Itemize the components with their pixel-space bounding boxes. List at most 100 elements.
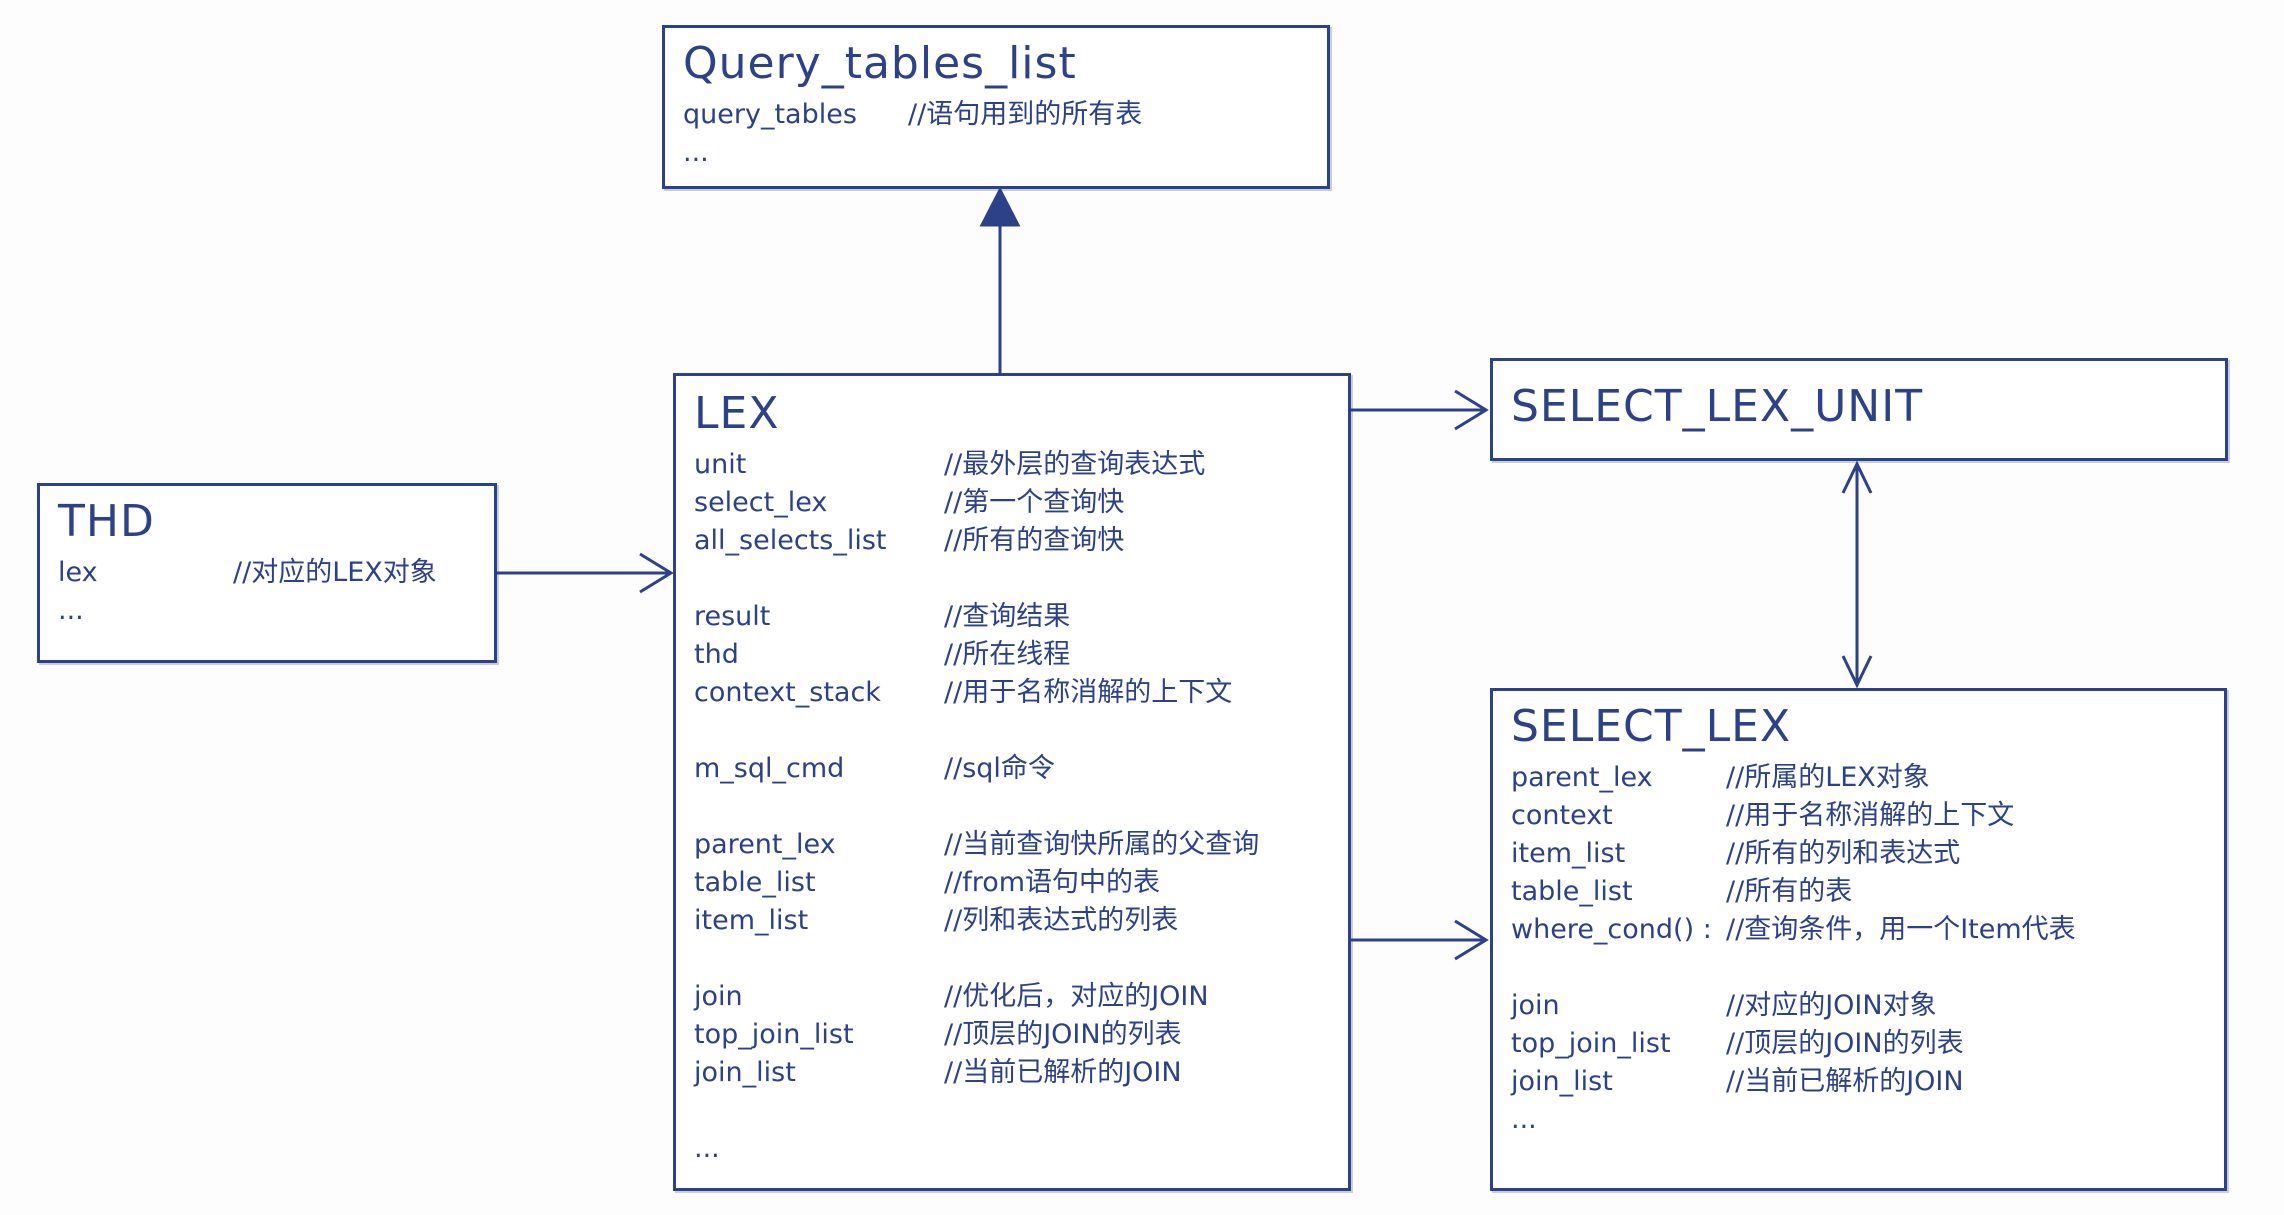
arrow-lex-to-select-lex: [1351, 919, 1489, 961]
class-box-select-lex: SELECT_LEX parent_lex //所属的LEX对象 context //…: [1490, 688, 2227, 1191]
field-name: table_list: [1511, 876, 1633, 907]
field-name: all_selects_list: [694, 525, 887, 556]
field-row: unit //最外层的查询表达式: [694, 446, 1348, 484]
field-list: unit //最外层的查询表达式 select_lex //第一个查询快 all_sel…: [676, 446, 1348, 1168]
field-row: all_selects_list //所有的查询快: [694, 522, 1348, 560]
field-group-gap: [694, 788, 1348, 826]
field-name: join: [1511, 990, 1560, 1021]
field-comment: //优化后，对应的JOIN: [944, 981, 1209, 1012]
field-name: item_list: [1511, 838, 1626, 869]
field-row: join_list //当前已解析的JOIN: [694, 1054, 1348, 1092]
field-name: item_list: [694, 905, 809, 936]
class-box-thd: THD lex //对应的LEX对象...: [37, 483, 497, 663]
field-row: parent_lex //当前查询快所属的父查询: [694, 826, 1348, 864]
field-comment: //列和表达式的列表: [944, 905, 1179, 936]
field-comment: //所属的LEX对象: [1726, 762, 1930, 793]
class-title: THD: [58, 496, 155, 547]
arrow-thd-to-lex: [497, 552, 674, 594]
class-title: Query_tables_list: [683, 38, 1077, 89]
class-title: SELECT_LEX_UNIT: [1511, 381, 1924, 432]
field-group-gap: [694, 712, 1348, 750]
class-box-lex: LEX unit //最外层的查询表达式 select_lex //第一个查询快 all…: [673, 373, 1351, 1191]
field-name: where_cond() :: [1511, 914, 1712, 945]
field-name: unit: [694, 449, 747, 480]
field-row: join //优化后，对应的JOIN: [694, 978, 1348, 1016]
field-comment: //用于名称消解的上下文: [944, 677, 1233, 708]
field-row: ...: [694, 1130, 1348, 1168]
field-comment: //所有的查询快: [944, 525, 1125, 556]
field-group-gap: [694, 940, 1348, 978]
field-row: result //查询结果: [694, 598, 1348, 636]
field-comment: //所在线程: [944, 639, 1071, 670]
field-comment: //用于名称消解的上下文: [1726, 800, 2015, 831]
field-name: table_list: [694, 867, 816, 898]
field-comment: //当前已解析的JOIN: [944, 1057, 1182, 1088]
field-row: top_join_list //顶层的JOIN的列表: [1511, 1025, 2224, 1063]
field-comment: //查询条件，用一个Item代表: [1726, 914, 2076, 945]
class-box-query-tables-list: Query_tables_list query_tables //语句用到的所有表…: [662, 25, 1330, 189]
field-row: join //对应的JOIN对象: [1511, 987, 2224, 1025]
field-name: top_join_list: [1511, 1028, 1671, 1059]
class-title: LEX: [694, 388, 780, 439]
field-name: ...: [1511, 1104, 1537, 1135]
field-row: m_sql_cmd //sql命令: [694, 750, 1348, 788]
field-list: lex //对应的LEX对象...: [40, 554, 494, 630]
field-row: context_stack //用于名称消解的上下文: [694, 674, 1348, 712]
field-row: item_list //所有的列和表达式: [1511, 835, 2224, 873]
field-row: table_list //所有的表: [1511, 873, 2224, 911]
field-row: select_lex //第一个查询快: [694, 484, 1348, 522]
field-name: context_stack: [694, 677, 881, 708]
field-name: ...: [694, 1133, 720, 1164]
field-row: item_list //列和表达式的列表: [694, 902, 1348, 940]
field-row: ...: [58, 592, 494, 630]
field-comment: //对应的LEX对象: [233, 557, 437, 588]
field-comment: //顶层的JOIN的列表: [1726, 1028, 1964, 1059]
field-comment: //from语句中的表: [944, 867, 1161, 898]
field-name: select_lex: [694, 487, 828, 518]
field-row: thd//所在线程: [694, 636, 1348, 674]
field-comment: //最外层的查询表达式: [944, 449, 1206, 480]
field-comment: //对应的JOIN对象: [1726, 990, 1937, 1021]
field-group-gap: [694, 560, 1348, 598]
field-name: ...: [683, 137, 709, 168]
field-comment: //查询结果: [944, 601, 1071, 632]
field-name: parent_lex: [1511, 762, 1653, 793]
arrow-lex-to-select-lex-unit: [1351, 389, 1489, 431]
field-name: m_sql_cmd: [694, 753, 845, 784]
field-name: join_list: [1511, 1066, 1613, 1097]
field-comment: //语句用到的所有表: [908, 99, 1143, 130]
field-name: context: [1511, 800, 1613, 831]
field-row: table_list //from语句中的表: [694, 864, 1348, 902]
field-group-gap: [694, 1092, 1348, 1130]
field-comment: //顶层的JOIN的列表: [944, 1019, 1182, 1050]
field-comment: //当前已解析的JOIN: [1726, 1066, 1964, 1097]
field-name: query_tables: [683, 99, 857, 130]
class-box-select-lex-unit: SELECT_LEX_UNIT: [1490, 358, 2228, 461]
field-name: top_join_list: [694, 1019, 854, 1050]
field-name: ...: [58, 595, 84, 626]
field-name: lex: [58, 557, 98, 588]
field-comment: //所有的列和表达式: [1726, 838, 1961, 869]
field-row: ...: [683, 134, 1327, 172]
field-name: join_list: [694, 1057, 796, 1088]
field-row: join_list //当前已解析的JOIN: [1511, 1063, 2224, 1101]
field-list: parent_lex //所属的LEX对象 context //用于名称消解的上下文 i…: [1493, 759, 2224, 1139]
field-row: parent_lex //所属的LEX对象: [1511, 759, 2224, 797]
field-row: where_cond() : //查询条件，用一个Item代表: [1511, 911, 2224, 949]
field-name: parent_lex: [694, 829, 836, 860]
field-list: query_tables //语句用到的所有表...: [665, 96, 1327, 172]
arrow-lex-inherits-query-tables-list: [979, 186, 1021, 373]
class-title: SELECT_LEX: [1511, 701, 1792, 752]
field-comment: //当前查询快所属的父查询: [944, 829, 1260, 860]
field-comment: //所有的表: [1726, 876, 1853, 907]
field-name: join: [694, 981, 743, 1012]
field-row: query_tables //语句用到的所有表: [683, 96, 1327, 134]
arrow-select-lex-unit-select-lex: [1841, 460, 1873, 689]
field-row: top_join_list //顶层的JOIN的列表: [694, 1016, 1348, 1054]
field-group-gap: [1511, 949, 2224, 987]
field-row: ...: [1511, 1101, 2224, 1139]
field-name: result: [694, 601, 771, 632]
field-comment: //sql命令: [944, 753, 1055, 784]
field-comment: //第一个查询快: [944, 487, 1125, 518]
